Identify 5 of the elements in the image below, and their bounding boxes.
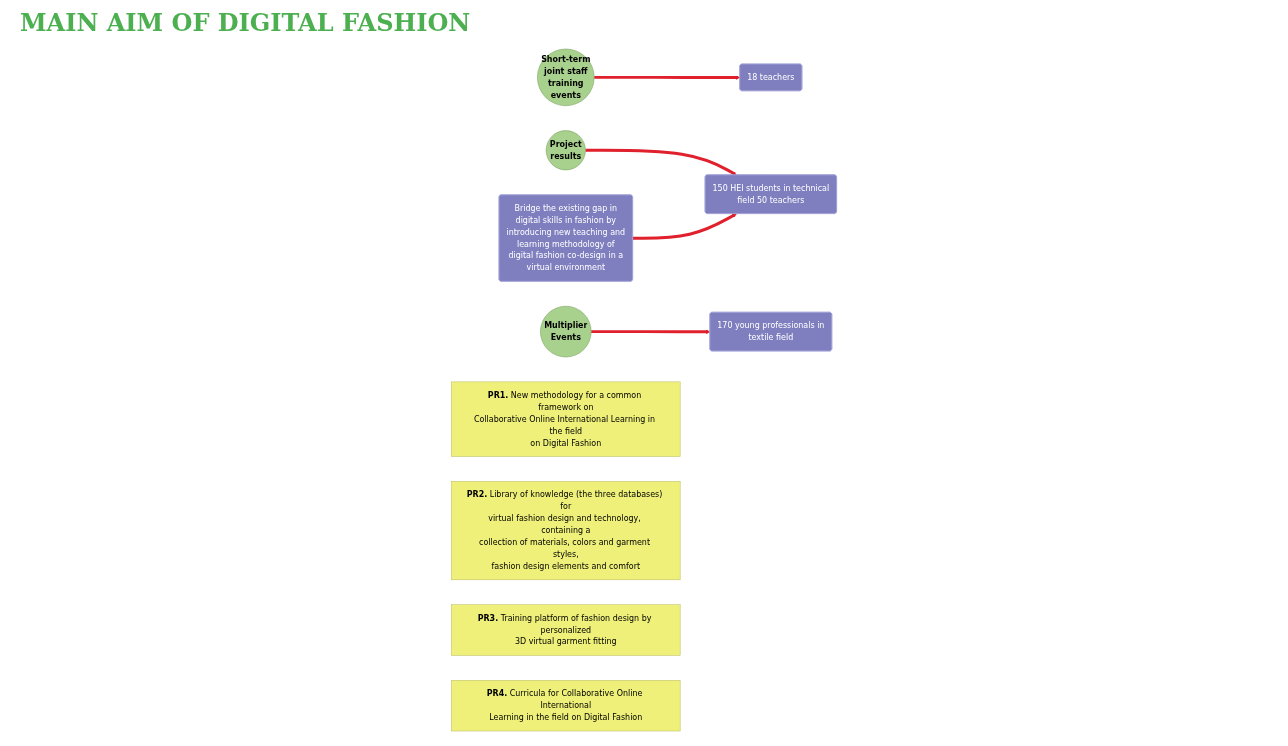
arrow	[632, 213, 737, 240]
arrow	[591, 329, 711, 334]
arrow	[594, 75, 741, 80]
arrow	[585, 148, 737, 176]
diagram-title: MAIN AIM OF DIGITAL FASHION	[19, 7, 472, 39]
